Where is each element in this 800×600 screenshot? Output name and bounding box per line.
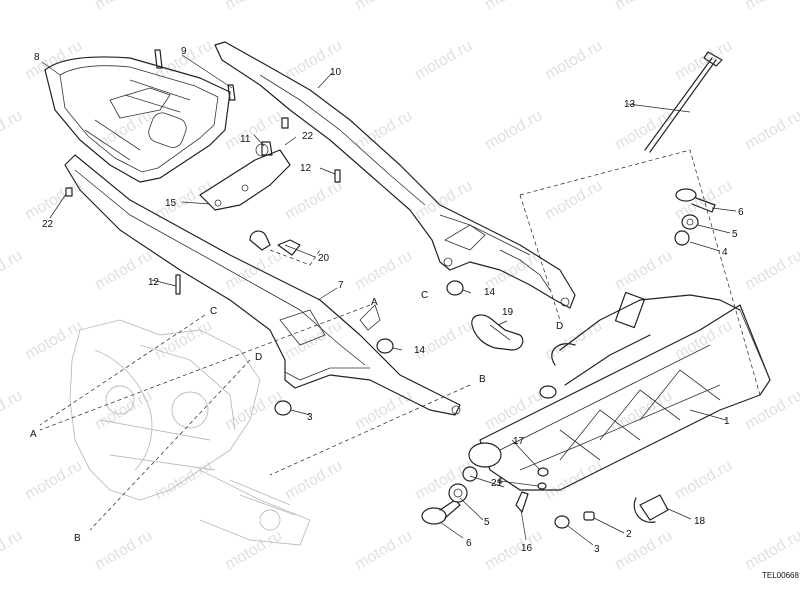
ref-letter-a-2: A	[30, 429, 37, 440]
watermark-text: motod.ru	[92, 107, 155, 153]
ref-letter-b: B	[479, 374, 486, 385]
watermark-text: motod.ru	[672, 457, 735, 503]
part-7-subframe-left	[64, 154, 461, 416]
alignment-lines	[39, 149, 761, 531]
part-10-subframe-right	[214, 41, 576, 309]
part-1-swingarm	[468, 291, 771, 491]
watermark-text: motod.ru	[352, 247, 415, 293]
watermark-text: motod.ru	[282, 317, 345, 363]
watermark-text: motod.ru	[222, 107, 285, 153]
hardware-parts	[65, 49, 716, 529]
ref-letter-d-2: D	[255, 352, 262, 363]
ref-letter-b-2: B	[74, 533, 81, 544]
callout-22: 22	[302, 131, 314, 142]
watermark-text: motod.ru	[0, 247, 25, 293]
watermark-text: motod.ru	[92, 247, 155, 293]
watermark-text: motod.ru	[542, 457, 605, 503]
callout-6: 6	[738, 207, 744, 218]
callout-20: 20	[318, 253, 330, 264]
callout-12-2: 12	[148, 277, 160, 288]
watermark-text: motod.ru	[742, 107, 800, 153]
watermark-text: motod.ru	[412, 317, 475, 363]
watermark-text: motod.ru	[352, 527, 415, 573]
watermark-text: motod.ru	[542, 177, 605, 223]
callout-11: 11	[240, 134, 251, 145]
callout-3-2: 3	[594, 544, 600, 555]
watermark-text: motod.ru	[222, 527, 285, 573]
watermark-text: motod.ru	[92, 0, 155, 13]
ref-letter-d: D	[556, 321, 563, 332]
watermark-text: motod.ru	[0, 527, 25, 573]
watermark-text: motod.ru	[482, 0, 545, 13]
ref-letter-c-2: C	[210, 306, 217, 317]
watermark-text: motod.ru	[22, 317, 85, 363]
watermark-text: motod.ru	[352, 0, 415, 13]
callout-5: 5	[732, 229, 738, 240]
callout-2: 2	[626, 529, 632, 540]
watermark-text: motod.ru	[0, 387, 25, 433]
watermark-text: motod.ru	[152, 457, 215, 503]
watermark-text: motod.ru	[482, 527, 545, 573]
watermark-text: motod.ru	[742, 527, 800, 573]
watermark-text: motod.ru	[612, 527, 675, 573]
engine-silhouette	[69, 319, 311, 546]
callout-5-2: 5	[484, 517, 490, 528]
callout-14-2: 14	[414, 345, 426, 356]
callout-13: 13	[624, 99, 636, 110]
watermark-text: motod.ru	[672, 317, 735, 363]
callout-21: 21	[491, 478, 503, 489]
part-8-seat-tray	[44, 56, 231, 183]
watermark-text: motod.ru	[542, 37, 605, 83]
watermark-text: motod.ru	[612, 0, 675, 13]
callout-10: 10	[330, 67, 342, 78]
watermark-text: motod.ru	[352, 387, 415, 433]
watermark-text: motod.ru	[22, 457, 85, 503]
callout-18: 18	[694, 516, 706, 527]
callout-9: 9	[181, 46, 187, 57]
watermark-text: motod.ru	[282, 457, 345, 503]
watermark-text: motod.ru	[612, 247, 675, 293]
callout-4-2: 4	[497, 476, 503, 487]
part-20-holders	[249, 230, 301, 256]
callout-15: 15	[165, 198, 177, 209]
watermark-text: motod.ru	[742, 387, 800, 433]
part-13-long-bolt	[644, 51, 723, 153]
watermark-text: motod.ru	[282, 177, 345, 223]
callout-7: 7	[338, 280, 344, 291]
watermark-text: motod.ru	[412, 37, 475, 83]
watermark-text: motod.ru	[742, 247, 800, 293]
callout-19: 19	[502, 307, 514, 318]
ref-letter-a: A	[371, 297, 378, 308]
watermark-text: motod.ru	[22, 37, 85, 83]
callout-3: 3	[307, 412, 313, 423]
part-15-bracket	[199, 143, 291, 211]
callout-labels: 1233445566789101112121314141516171819202…	[30, 46, 744, 555]
part-19-clip	[471, 314, 524, 351]
watermark-text: motod.ru	[0, 0, 25, 13]
watermark-text: motod.ru	[92, 527, 155, 573]
watermark-text: motod.ru	[482, 387, 545, 433]
callout-17: 17	[513, 436, 525, 447]
callout-8: 8	[34, 52, 40, 63]
callout-4: 4	[722, 247, 728, 258]
watermark-text: motod.ru	[742, 0, 800, 13]
watermark-text: motod.ru	[152, 317, 215, 363]
watermark-text: motod.ru	[482, 107, 545, 153]
callout-22-2: 22	[42, 219, 54, 230]
callout-1: 1	[724, 416, 730, 427]
callout-14: 14	[484, 287, 496, 298]
ref-letter-c: C	[421, 290, 428, 301]
callout-12: 12	[300, 163, 312, 174]
leader-lines	[41, 54, 737, 546]
diagram-code: TEL00668	[762, 571, 799, 580]
callout-16: 16	[521, 543, 533, 554]
watermark-text: motod.ru	[0, 107, 25, 153]
watermark-text: motod.ru	[222, 0, 285, 13]
watermark-text: motod.ru	[92, 387, 155, 433]
watermark-text: motod.ru	[222, 247, 285, 293]
callout-6-2: 6	[466, 538, 472, 549]
